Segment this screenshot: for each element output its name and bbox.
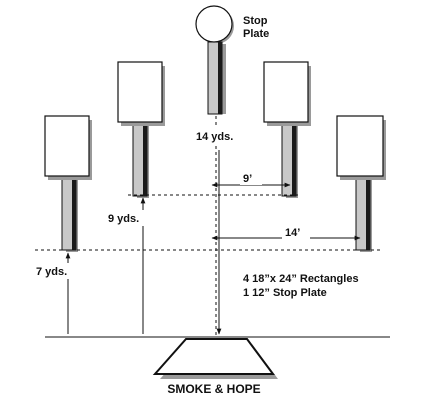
stage-name: SMOKE & HOPE [167,382,260,396]
label-9-ft: 9’ [243,173,252,185]
note-stop-plate: 1 12” Stop Plate [243,287,327,299]
note-rectangles: 4 18”x 24” Rectangles [243,273,359,285]
target-rectangle-1 [44,115,92,252]
label-14-yds: 14 yds. [196,131,233,143]
shooting-position [152,338,278,379]
stop-plate [195,5,234,115]
stop-plate-label-2: Plate [243,28,269,40]
stop-plate-label-1: Stop [243,15,268,27]
label-9-yds: 9 yds. [108,213,139,225]
target-rectangle-3 [263,61,311,198]
label-14-ft: 14’ [285,227,300,239]
target-rectangle-2 [117,61,165,198]
label-7-yds: 7 yds. [36,266,67,278]
target-rectangle-4 [336,115,386,252]
